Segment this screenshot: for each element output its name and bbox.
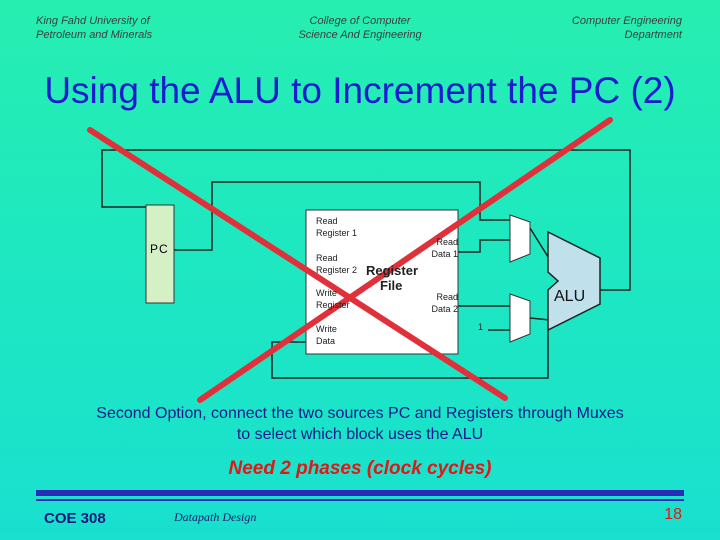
slide-title: Using the ALU to Increment the PC (2) <box>44 70 676 111</box>
mux1-to-alu-wire <box>529 227 551 261</box>
header-department-line1: Computer Engineering <box>571 15 682 27</box>
read-data-1-line1: Read <box>436 237 458 247</box>
footer-rule-thick <box>36 490 684 496</box>
header-university: King Fahd University of Petroleum and Mi… <box>36 14 152 43</box>
write-data-line1: Write <box>316 324 337 334</box>
register-file-label: Register File <box>366 263 418 293</box>
constant-one-label: 1 <box>478 322 484 332</box>
read-data-2-line1: Read <box>436 292 458 302</box>
header-college: College of Computer Science And Engineer… <box>0 14 720 43</box>
mux-top <box>509 214 531 263</box>
cross-out-mark <box>87 117 613 403</box>
read-register-1-line1: Read <box>316 216 338 226</box>
write-register-line1: Write <box>316 288 337 298</box>
read-register-2-line1: Read <box>316 253 338 263</box>
header-university-line1: King Fahd University of <box>36 15 150 27</box>
mux2-to-alu-wire <box>529 317 551 321</box>
description: Second Option, connect the two sources P… <box>40 404 680 446</box>
read-register-1-line2: Register 1 <box>316 227 358 238</box>
alu-feedback-wire <box>101 149 631 291</box>
write-data-line2: Data <box>316 335 336 346</box>
header-university-line2: Petroleum and Minerals <box>36 29 153 42</box>
phases-note: Need 2 phases (clock cycles) <box>228 458 492 479</box>
read-data-1-wire <box>458 239 510 253</box>
register-file-box <box>305 209 459 355</box>
pc-to-mux1-wire <box>174 181 510 251</box>
header-college-line2: Science And Engineering <box>298 29 422 42</box>
register-file-line1: Register <box>366 263 419 278</box>
read-data-1-line2: Data 1 <box>431 248 458 259</box>
pc-label: PC <box>150 242 169 256</box>
write-register-label: Write Register <box>316 288 350 311</box>
description-line2: to select which block uses the ALU <box>236 425 484 443</box>
alu-label: ALU <box>554 288 586 305</box>
read-data-2-line2: Data 2 <box>431 303 458 314</box>
description-line1: Second Option, connect the two sources P… <box>96 405 624 422</box>
header-department: Computer Engineering Department <box>572 14 682 43</box>
cross-line-1 <box>87 127 508 401</box>
write-data-label: Write Data <box>316 324 337 347</box>
page-number: 18 <box>664 506 682 523</box>
pc-register-box <box>145 204 175 304</box>
wires <box>101 149 631 379</box>
read-data-1-label: Read Data 1 <box>424 237 458 260</box>
read-register-2-line2: Register 2 <box>316 264 358 275</box>
register-file-line2: File <box>380 278 403 293</box>
footer-rule-thin <box>36 499 684 501</box>
cross-line-2 <box>197 117 613 403</box>
footer-topic: Datapath Design <box>174 510 257 524</box>
header-college-line1: College of Computer <box>309 15 411 27</box>
read-register-1-label: Read Register 1 <box>316 216 357 239</box>
course-code: COE 308 <box>44 510 106 527</box>
read-data-2-label: Read Data 2 <box>424 292 458 315</box>
read-register-2-label: Read Register 2 <box>316 253 357 276</box>
alu-shape <box>547 230 601 332</box>
write-register-line2: Register <box>316 299 350 310</box>
mux-bottom <box>509 293 531 343</box>
header-department-line2: Department <box>624 29 682 42</box>
